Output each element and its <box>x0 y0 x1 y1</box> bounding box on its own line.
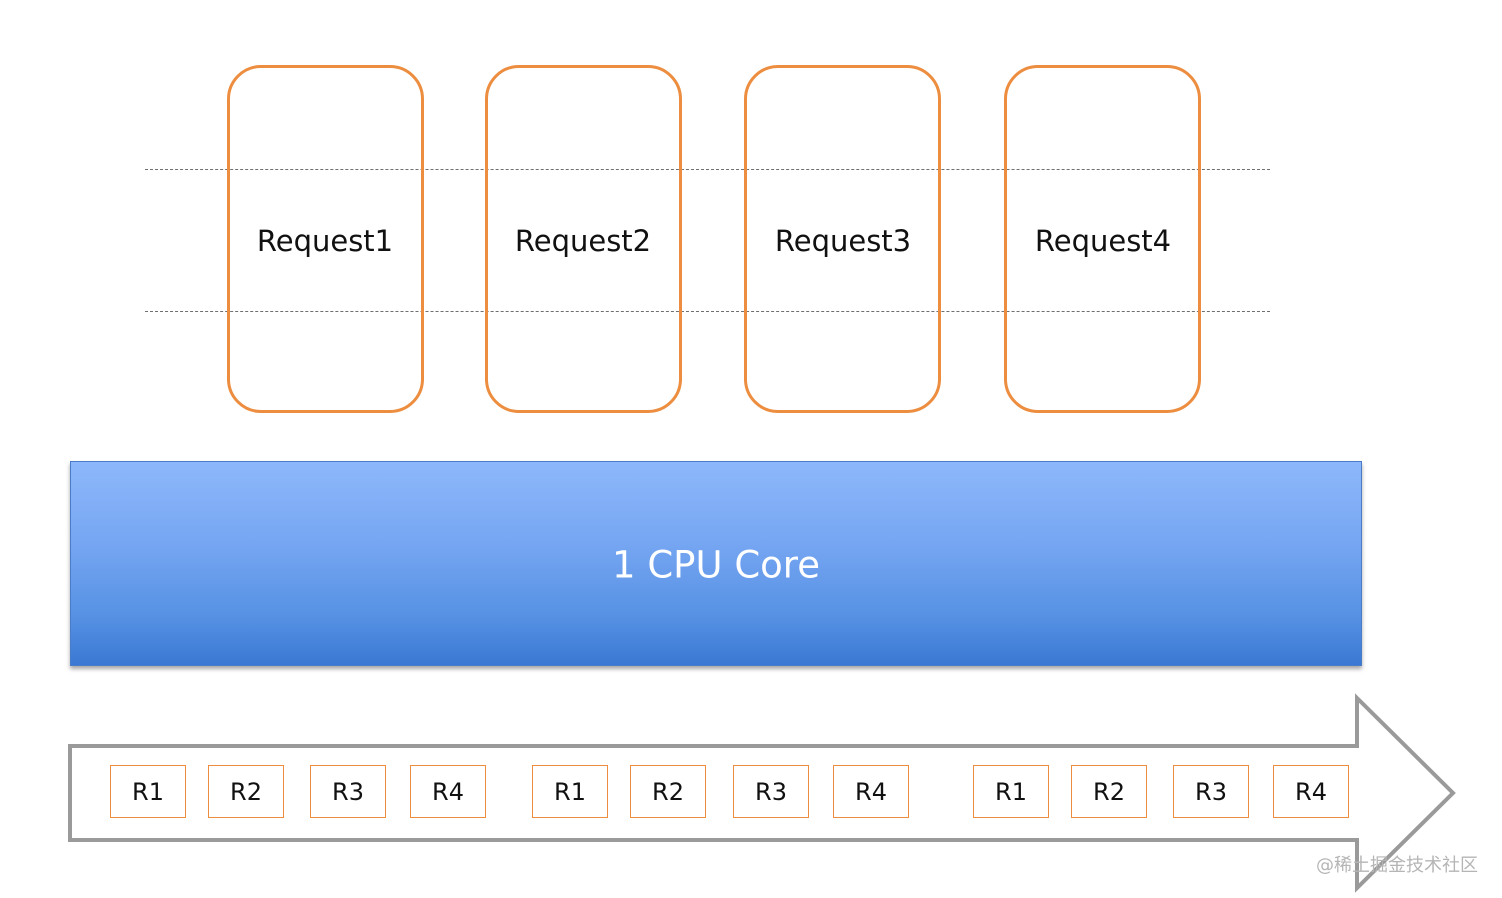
request-label-2: Request2 <box>514 224 652 258</box>
timeline-slot-g2-r3: R3 <box>733 765 809 818</box>
request-box-3 <box>744 65 941 413</box>
timeline-slot-g3-r2: R2 <box>1071 765 1147 818</box>
request-label-3: Request3 <box>774 224 912 258</box>
request-box-2 <box>485 65 682 413</box>
timeline-slot-g3-r1: R1 <box>973 765 1049 818</box>
timeline-slot-g3-r4: R4 <box>1273 765 1349 818</box>
watermark: @稀土掘金技术社区 <box>1316 855 1478 876</box>
timeline-slot-g1-r4: R4 <box>410 765 486 818</box>
request-box-4 <box>1004 65 1201 413</box>
request-box-1 <box>227 65 424 413</box>
timeline-slot-g1-r1: R1 <box>110 765 186 818</box>
request-label-4: Request4 <box>1034 224 1172 258</box>
dashed-guide-top <box>145 169 1270 170</box>
timeline-slot-g1-r3: R3 <box>310 765 386 818</box>
timeline-slot-g2-r2: R2 <box>630 765 706 818</box>
request-label-1: Request1 <box>256 224 394 258</box>
cpu-core-label: 1 CPU Core <box>612 543 820 587</box>
timeline-slot-g3-r3: R3 <box>1173 765 1249 818</box>
cpu-core-bar <box>70 461 1362 666</box>
timeline-slot-g1-r2: R2 <box>208 765 284 818</box>
dashed-guide-bottom <box>145 311 1270 312</box>
timeline-slot-g2-r4: R4 <box>833 765 909 818</box>
timeline-slot-g2-r1: R1 <box>532 765 608 818</box>
